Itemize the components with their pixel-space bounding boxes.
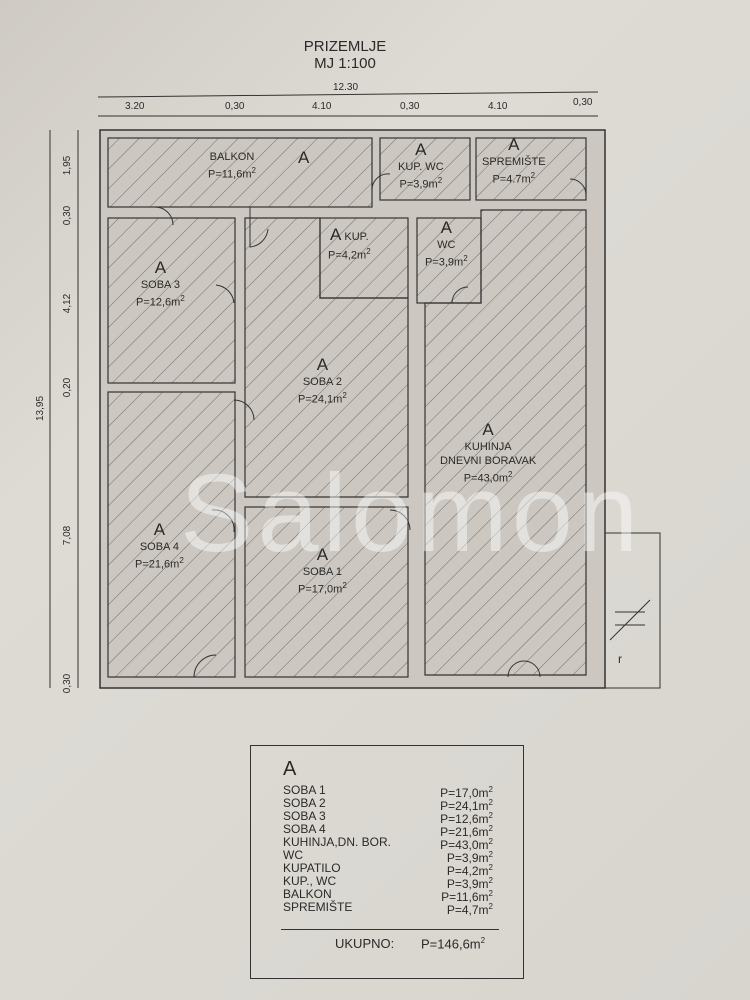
dim-top: 4.10 bbox=[312, 101, 332, 112]
room-kup-wc bbox=[379, 137, 471, 201]
dim-left: 0,30 bbox=[62, 205, 74, 226]
legend-row: KUHINJA,DN. BOR.P=43,0m2 bbox=[283, 835, 493, 852]
room-soba1 bbox=[244, 506, 409, 678]
dim-left: 0,30 bbox=[62, 673, 74, 694]
dim-top: 0,30 bbox=[225, 101, 245, 112]
dim-top-total: 12.30 bbox=[333, 82, 359, 93]
rooms bbox=[107, 137, 587, 678]
dim-top: 4.10 bbox=[488, 101, 508, 112]
dim-left: 4,12 bbox=[62, 293, 74, 314]
dim-top: 0,30 bbox=[573, 97, 593, 108]
stair-mark: r bbox=[618, 652, 622, 666]
dim-left: 0,20 bbox=[62, 377, 74, 398]
door-swings bbox=[154, 173, 587, 678]
room-balkon bbox=[107, 137, 373, 208]
stairs bbox=[604, 532, 661, 689]
dim-top: 0,30 bbox=[400, 101, 420, 112]
dim-top: 3.20 bbox=[125, 101, 145, 112]
legend-divider bbox=[281, 929, 499, 930]
legend-total: P=146,6m2 bbox=[421, 936, 486, 952]
dim-left: 1,95 bbox=[62, 155, 74, 176]
dimension-lines bbox=[49, 91, 599, 688]
legend-tag: A bbox=[283, 758, 297, 780]
dim-left: 7,08 bbox=[62, 525, 74, 546]
room-kuhinja bbox=[424, 209, 587, 676]
watermark: Salomon bbox=[180, 452, 643, 575]
room-soba4 bbox=[107, 391, 236, 678]
room-kup bbox=[319, 217, 409, 299]
dim-left-total: 13,95 bbox=[35, 395, 47, 422]
room-label-kup: A KUP.P=4,2m2 bbox=[328, 225, 371, 262]
legend-total-label: UKUPNO: bbox=[335, 936, 395, 951]
room-spremiste bbox=[475, 137, 587, 201]
room-soba3 bbox=[107, 217, 236, 384]
